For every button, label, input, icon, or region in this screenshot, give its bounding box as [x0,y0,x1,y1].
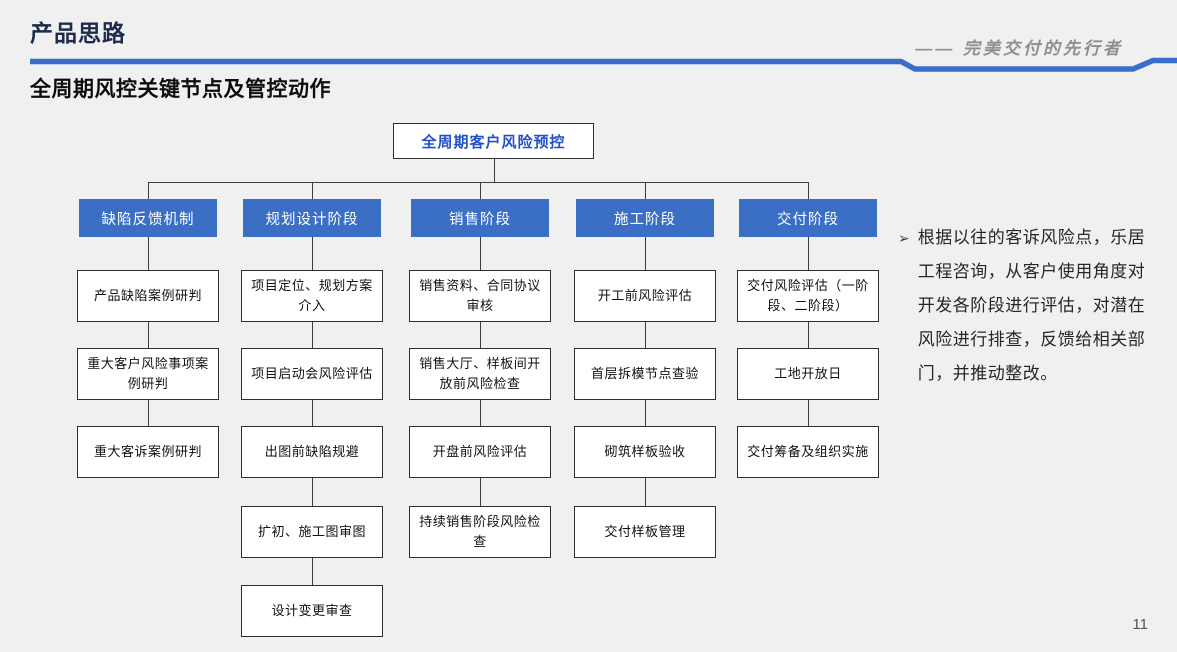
task-node: 工地开放日 [737,348,879,400]
connector [479,237,481,270]
swoosh-line-graphic [30,57,1177,72]
stage-header-sales: 销售阶段 [411,199,549,237]
stage-header-construction: 施工阶段 [576,199,714,237]
connector [479,478,481,506]
connector-stub [807,181,809,200]
task-node: 首层拆模节点查验 [574,348,716,400]
connector [311,322,313,348]
connector [807,322,809,348]
note-text: 根据以往的客诉风险点，乐居工程咨询，从客户使用角度对开发各阶段进行评估，对潜在风… [917,228,1146,383]
connector [807,400,809,426]
connector-root-vertical [493,159,495,182]
stage-header-planning-design: 规划设计阶段 [243,199,381,237]
stage-header-defect-feedback: 缺陷反馈机制 [79,199,217,237]
connector [311,558,313,585]
connector [644,322,646,348]
connector [311,400,313,426]
connector [147,400,149,426]
connector [644,478,646,506]
page-number: 11 [1132,616,1148,633]
task-node: 销售大厅、样板间开放前风险检查 [409,348,551,400]
connector [311,237,313,270]
task-node: 持续销售阶段风险检查 [409,506,551,558]
connector-stub [644,181,646,200]
task-node: 扩初、施工图审图 [241,506,383,558]
connector [644,400,646,426]
connector-stub [147,181,149,200]
task-node: 重大客诉案例研判 [77,426,219,478]
page-title: 产品思路 [30,20,126,46]
connector [147,322,149,348]
connector [644,237,646,270]
connector-distributor [147,181,809,183]
task-node: 开工前风险评估 [574,270,716,322]
stage-header-delivery: 交付阶段 [739,199,877,237]
task-node: 项目启动会风险评估 [241,348,383,400]
note-paragraph: ➢ 根据以往的客诉风险点，乐居工程咨询，从客户使用角度对开发各阶段进行评估，对潜… [898,221,1160,391]
slide-subtitle: 全周期风控关键节点及管控动作 [30,78,331,101]
connector [479,400,481,426]
connector [479,322,481,348]
task-node: 销售资料、合同协议审核 [409,270,551,322]
task-node: 交付筹备及组织实施 [737,426,879,478]
task-node: 重大客户风险事项案例研判 [77,348,219,400]
connector [311,478,313,506]
slogan-text: —— 完美交付的先行者 [915,39,1123,58]
task-node: 设计变更审查 [241,585,383,637]
task-node: 出图前缺陷规避 [241,426,383,478]
connector-stub [311,181,313,200]
arrow-bullet-icon: ➢ [898,230,910,246]
connector [807,237,809,270]
connector-stub [479,181,481,200]
connector [147,237,149,270]
task-node: 砌筑样板验收 [574,426,716,478]
task-node: 交付风险评估（一阶段、二阶段） [737,270,879,322]
task-node: 开盘前风险评估 [409,426,551,478]
task-node: 项目定位、规划方案介入 [241,270,383,322]
flowchart-root-node: 全周期客户风险预控 [393,123,594,159]
task-node: 交付样板管理 [574,506,716,558]
task-node: 产品缺陷案例研判 [77,270,219,322]
